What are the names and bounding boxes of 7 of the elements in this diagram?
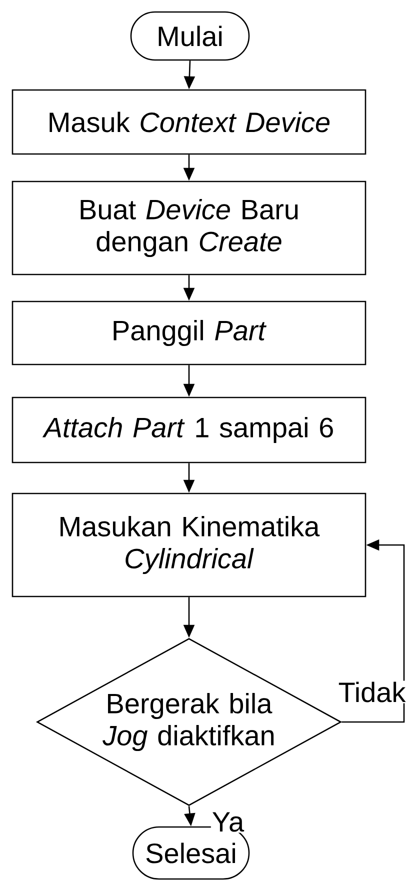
process-box: Buat Device Baru dengan Create	[12, 180, 366, 276]
edge-label: Ya	[210, 811, 246, 833]
process-box: Masukan Kinematika Cylindrical	[12, 492, 366, 598]
process-box: Attach Part 1 sampai 6	[12, 396, 366, 464]
process-box: Masuk Context Device	[12, 89, 366, 155]
process-box: Panggil Part	[12, 300, 366, 366]
edge-label: Tidak	[337, 680, 407, 704]
